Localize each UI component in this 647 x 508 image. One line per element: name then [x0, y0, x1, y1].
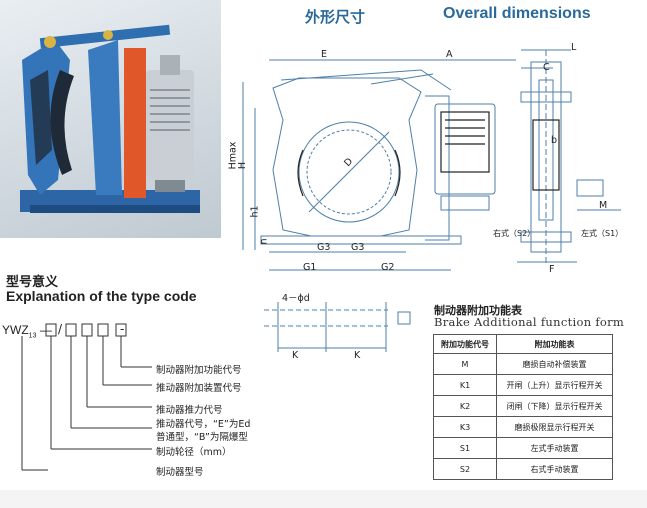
- function-code: K3: [433, 416, 497, 438]
- label-left-S1: 左式（S1）: [581, 229, 624, 238]
- function-desc: 闭闸（下降）显示行程开关: [496, 395, 613, 417]
- photo-thruster: [146, 70, 194, 180]
- function-desc: 磨损极限显示行程开关: [496, 416, 613, 438]
- table-row: K2 闭闸（下降）显示行程开关: [433, 395, 613, 417]
- function-desc: 开闸（上升）显示行程开关: [496, 374, 613, 396]
- dim-C: C: [543, 62, 550, 73]
- type-item-thruster-force: 推动器推力代号: [156, 405, 223, 416]
- dim-H: H: [237, 161, 249, 170]
- front-view-drawing: [242, 49, 621, 271]
- brake-photo-illustration: [20, 24, 200, 213]
- dim-A: A: [446, 49, 453, 60]
- table-row: M 磨损自动补偿装置: [433, 353, 613, 375]
- function-table-header: 附加功能代号 附加功能表: [433, 334, 613, 354]
- code-box-3: [81, 323, 93, 337]
- mount-holes-label: 4－ϕd: [282, 293, 310, 304]
- type-item-brake-model: 制动器型号: [156, 467, 204, 478]
- type-code-title-en: Explanation of the type code: [6, 288, 197, 304]
- type-code-sep2: /: [58, 322, 63, 336]
- dim-n: n: [258, 238, 270, 245]
- product-photo: [0, 0, 221, 238]
- function-desc: 磨损自动补偿装置: [496, 353, 613, 375]
- type-code-sep3: -: [120, 322, 125, 336]
- code-box-4: [97, 323, 109, 337]
- photo-right-arm: [88, 40, 122, 195]
- type-item-wheel-diameter: 制动轮径（mm）: [156, 447, 232, 458]
- function-code: K2: [433, 395, 497, 417]
- drawing-title-en: Overall dimensions: [443, 5, 591, 22]
- dim-L: L: [571, 42, 577, 53]
- table-row: K3 磨损极限显示行程开关: [433, 416, 613, 438]
- type-item-thruster-accessory: 推动器附加装置代号: [156, 383, 242, 394]
- table-row: S2 右式手动装置: [433, 458, 613, 480]
- mount-K-right: K: [354, 350, 361, 361]
- dimension-drawing: 外形尺寸 Overall dimensions: [221, 0, 647, 285]
- dim-b: b: [551, 135, 558, 146]
- function-code: K1: [433, 374, 497, 396]
- photo-orange-plate: [124, 48, 146, 198]
- function-table: 附加功能代号 附加功能表 M 磨损自动补偿装置 K1 开闸（上升）显示行程开关 …: [433, 334, 613, 480]
- dim-G3-left: G3: [317, 242, 331, 253]
- dim-G3-right: G3: [351, 242, 365, 253]
- function-table-title-en: Brake Additional function form: [434, 315, 625, 329]
- function-table-header-code: 附加功能代号: [433, 334, 497, 354]
- dim-G2: G2: [381, 262, 395, 273]
- dim-F: F: [549, 264, 555, 275]
- type-code-leader-main: [21, 336, 48, 471]
- bottom-strip: [0, 490, 647, 508]
- function-desc: 右式手动装置: [496, 458, 613, 480]
- drawing-title-cn: 外形尺寸: [305, 8, 366, 26]
- function-table-title-cn: 制动器附加功能表: [434, 304, 522, 317]
- type-code-title-cn: 型号意义: [6, 275, 59, 290]
- dim-E: E: [321, 49, 328, 60]
- dim-G1: G1: [303, 262, 317, 273]
- table-row: K1 开闸（上升）显示行程开关: [433, 374, 613, 396]
- function-table-header-desc: 附加功能表: [496, 334, 613, 354]
- label-right-S2: 右式（S2）: [493, 229, 536, 238]
- type-code-prefix: YWZ: [2, 323, 29, 337]
- mounting-hole-sketch: [264, 302, 411, 352]
- table-row: S1 左式手动装置: [433, 437, 613, 459]
- type-code-sub: 13: [28, 332, 37, 340]
- type-item-thruster-code: 推动器代号，“E”为Ed: [156, 419, 251, 430]
- type-item-additional-function: 制动器附加功能代号: [156, 365, 242, 376]
- code-box-1: [45, 323, 57, 337]
- type-code-leader-lines: [45, 323, 152, 450]
- function-desc: 左式手动装置: [496, 437, 613, 459]
- function-code: S2: [433, 458, 497, 480]
- dim-M: M: [599, 200, 608, 211]
- function-code: M: [433, 353, 497, 375]
- dim-h1: h1: [249, 205, 261, 218]
- type-item-thruster-type: 普通型，“B”为隔爆型: [156, 432, 248, 443]
- code-box-2: [65, 323, 77, 337]
- function-code: S1: [433, 437, 497, 459]
- mount-K-left: K: [292, 350, 299, 361]
